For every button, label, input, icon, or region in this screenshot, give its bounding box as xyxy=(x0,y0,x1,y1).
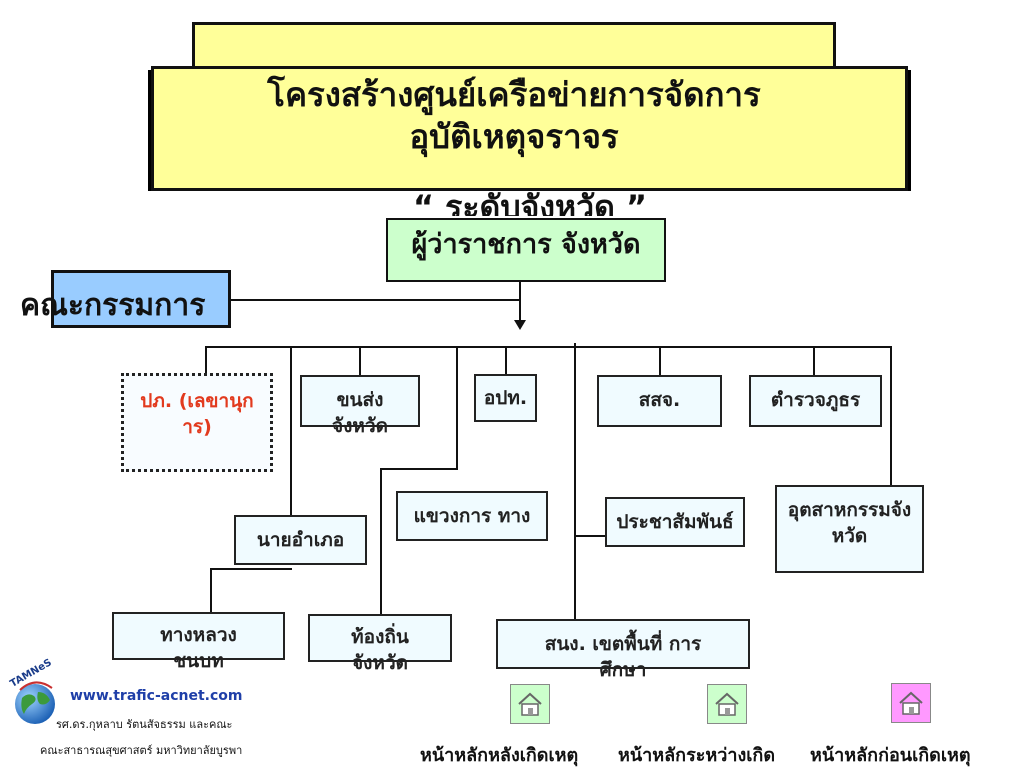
drop-district xyxy=(290,346,292,516)
node-rural-label: ทางหลวง ชนบท xyxy=(160,624,237,672)
drop-ssj xyxy=(659,346,661,376)
drop-pk xyxy=(205,346,207,374)
committee-connector xyxy=(231,299,521,301)
arrow-head xyxy=(514,320,526,330)
faculty-text: คณะสาธารณสุขศาสตร์ มหาวิทยาลัยบูรพา xyxy=(40,744,243,757)
node-transport-label: ขนส่ง จังหวัด xyxy=(332,389,388,437)
node-pk-label: ปภ. (เลขานุการ) xyxy=(140,390,254,438)
globe-logo xyxy=(10,676,60,726)
node-pr: ประชาสัมพันธ์ xyxy=(605,497,745,547)
node-industry-label: อุตสาหกรรมจังหวัด xyxy=(787,499,912,547)
node-police-label: ตำรวจภูธร xyxy=(770,389,861,411)
node-local-label: ท้องถิ่น จังหวัด xyxy=(351,626,409,674)
home-icon xyxy=(518,692,542,716)
title-line-1: โครงสร้างศูนย์เครือข่ายการจัดการ xyxy=(267,75,761,114)
committee-box xyxy=(51,270,231,328)
node-transport: ขนส่ง จังหวัด xyxy=(300,375,420,437)
node-district-label: นายอำเภอ xyxy=(256,529,345,551)
title-box xyxy=(151,66,908,191)
nav-link-after[interactable]: หน้าหลักหลังเกิดเหตุ xyxy=(420,745,579,766)
governor-arrow-line xyxy=(519,282,521,322)
drop-transport xyxy=(359,346,361,376)
node-obt: อปท. xyxy=(474,374,537,422)
main-horizontal xyxy=(205,346,892,348)
drop-pr xyxy=(574,535,606,537)
globe-icon xyxy=(15,681,55,724)
nav-link-before[interactable]: หน้าหลักก่อนเกิดเหตุ xyxy=(810,745,971,766)
drop-local xyxy=(380,468,382,614)
node-rural: ทางหลวง ชนบท xyxy=(112,612,285,672)
node-pk: ปภ. (เลขานุการ) xyxy=(121,373,273,472)
page-title: โครงสร้างศูนย์เครือข่ายการจัดการ อุบัติเ… xyxy=(164,74,864,158)
title-line-2: อุบัติเหตุจราจร xyxy=(409,117,619,156)
committee-label: คณะกรรมการ xyxy=(20,288,206,323)
home-button-before[interactable] xyxy=(891,683,931,723)
rural-branch-h xyxy=(210,568,292,570)
drop-rural xyxy=(210,568,212,612)
drop-highway xyxy=(456,346,458,470)
drop-obt xyxy=(505,346,507,374)
website-link[interactable]: www.trafic-acnet.com xyxy=(70,688,243,704)
node-highway: แขวงการ ทาง xyxy=(396,491,548,541)
drop-highway-h xyxy=(380,468,458,470)
node-edu-label: สนง. เขตพื้นที่ การศึกษา xyxy=(544,633,702,681)
node-industry: อุตสาหกรรมจังหวัด xyxy=(775,485,924,573)
subtitle: “ ระดับจังหวัด ” xyxy=(412,188,648,216)
home-button-during[interactable] xyxy=(707,684,747,724)
drop-industry xyxy=(890,346,892,486)
node-obt-label: อปท. xyxy=(483,387,528,409)
drop-police xyxy=(813,346,815,376)
center-trunk xyxy=(574,343,576,619)
home-icon xyxy=(715,692,739,716)
node-ssj: สสจ. xyxy=(597,375,722,427)
node-edu: สนง. เขตพื้นที่ การศึกษา xyxy=(496,619,750,681)
node-district: นายอำเภอ xyxy=(234,515,367,565)
governor-label: ผู้ว่าราชการ จังหวัด xyxy=(411,229,641,260)
node-ssj-label: สสจ. xyxy=(638,389,681,411)
node-highway-label: แขวงการ ทาง xyxy=(413,505,531,527)
governor-box xyxy=(386,218,666,282)
nav-link-during[interactable]: หน้าหลักระหว่างเกิด xyxy=(618,745,776,766)
node-local: ท้องถิ่น จังหวัด xyxy=(308,614,452,674)
home-icon xyxy=(899,691,923,715)
author-text: รศ.ดร.กุหลาบ รัตนสัจธรรม และคณะ xyxy=(56,718,233,731)
node-pr-label: ประชาสัมพันธ์ xyxy=(616,511,734,533)
home-button-after[interactable] xyxy=(510,684,550,724)
node-police: ตำรวจภูธร xyxy=(749,375,882,427)
